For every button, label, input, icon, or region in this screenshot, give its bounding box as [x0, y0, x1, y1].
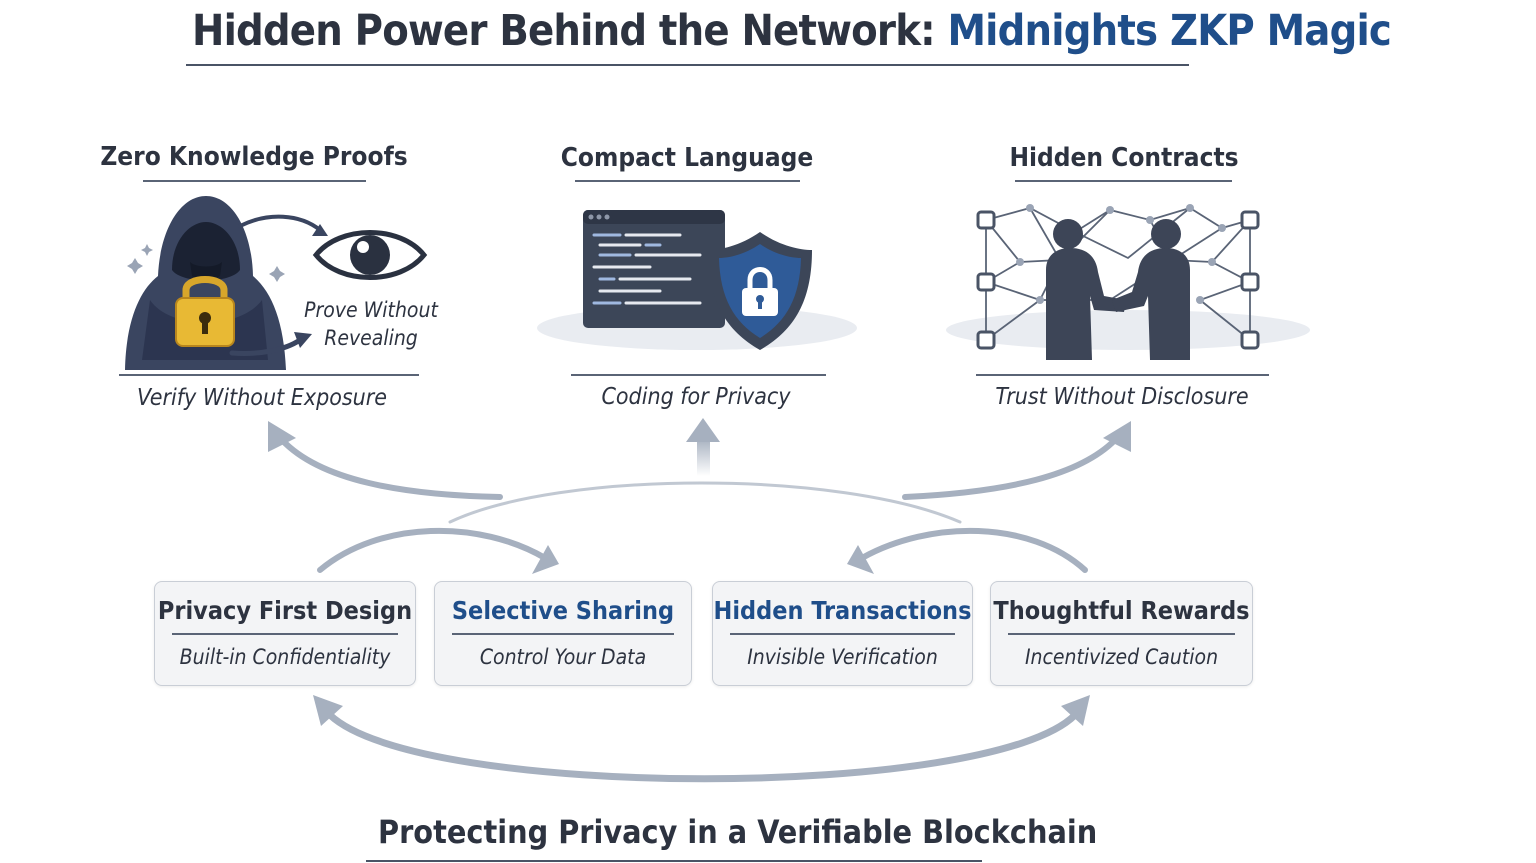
arrowhead-contracts [1103, 421, 1131, 452]
center-arch [448, 481, 962, 524]
curved-arrow-to-eye [238, 214, 322, 232]
footer-underline [366, 860, 982, 862]
caption-divider [571, 374, 826, 376]
card-title: Hidden Transactions [713, 596, 972, 625]
title-accent: Midnights ZKP Magic [947, 6, 1392, 56]
shield-icon [708, 232, 812, 350]
arrow-to-compact-shaft [697, 438, 710, 476]
card-thoughtful-rewards: Thoughtful Rewards Incentivized Caution [990, 581, 1253, 686]
caption-trust-without-disclosure: Trust Without Disclosure [995, 384, 1249, 410]
heading-underline [143, 180, 366, 182]
caption-divider [119, 374, 419, 376]
arc-to-selective [317, 527, 548, 573]
heading-zero-knowledge-proofs: Zero Knowledge Proofs [100, 142, 408, 172]
card-divider [1008, 633, 1235, 635]
arrowhead-selective [532, 545, 559, 574]
heading-hidden-contracts: Hidden Contracts [1009, 143, 1239, 173]
card-divider [452, 633, 674, 635]
arc-to-zkp [279, 437, 503, 500]
card-subtitle: Invisible Verification [747, 645, 938, 669]
arrowhead-hidden-tx [847, 545, 874, 574]
card-subtitle: Incentivized Caution [1024, 645, 1219, 669]
card-selective-sharing: Selective Sharing Control Your Data [434, 581, 692, 686]
footer-caption: Protecting Privacy in a Verifiable Block… [378, 813, 1098, 851]
prove-without-revealing-label: Prove Without Revealing [296, 296, 446, 352]
icon-label-line2: Revealing [324, 326, 418, 350]
card-subtitle: Control Your Data [479, 645, 647, 669]
network-node-icon [976, 210, 1260, 350]
card-title: Selective Sharing [451, 596, 675, 625]
swoosh-arrow [229, 337, 303, 356]
arrowhead-compact [686, 418, 720, 442]
arrowhead-bottom-left [313, 695, 343, 726]
heading-underline [575, 180, 800, 182]
gold-padlock-icon [175, 276, 235, 347]
caption-verify-without-exposure: Verify Without Exposure [136, 385, 388, 411]
title-underline [186, 64, 1189, 66]
arc-to-contracts [902, 437, 1118, 500]
heading-underline [1015, 180, 1232, 182]
heading-compact-language: Compact Language [560, 143, 814, 173]
card-hidden-transactions: Hidden Transactions Invisible Verificati… [712, 581, 973, 686]
page-title: Hidden Power Behind the Network: Midnigh… [192, 6, 1392, 56]
arrowhead-bottom-right [1061, 695, 1090, 726]
handshake-icon [1046, 219, 1190, 360]
bottom-arc [326, 711, 1079, 783]
caption-divider [976, 374, 1269, 376]
code-window-icon [583, 210, 725, 328]
arc-to-hidden-tx [859, 527, 1088, 573]
sparkle-icon [127, 244, 285, 282]
caption-coding-for-privacy: Coding for Privacy [601, 384, 791, 410]
card-divider [730, 633, 955, 635]
icon-label-line1: Prove Without [304, 298, 438, 322]
eye-icon [312, 230, 428, 280]
card-title: Privacy First Design [157, 596, 413, 625]
card-title: Thoughtful Rewards [993, 596, 1250, 625]
title-main: Hidden Power Behind the Network: [192, 6, 936, 56]
card-privacy-first-design: Privacy First Design Built-in Confidenti… [154, 581, 416, 686]
card-divider [172, 633, 398, 635]
card-subtitle: Built-in Confidentiality [179, 645, 391, 669]
arrowhead-zkp [268, 421, 296, 452]
